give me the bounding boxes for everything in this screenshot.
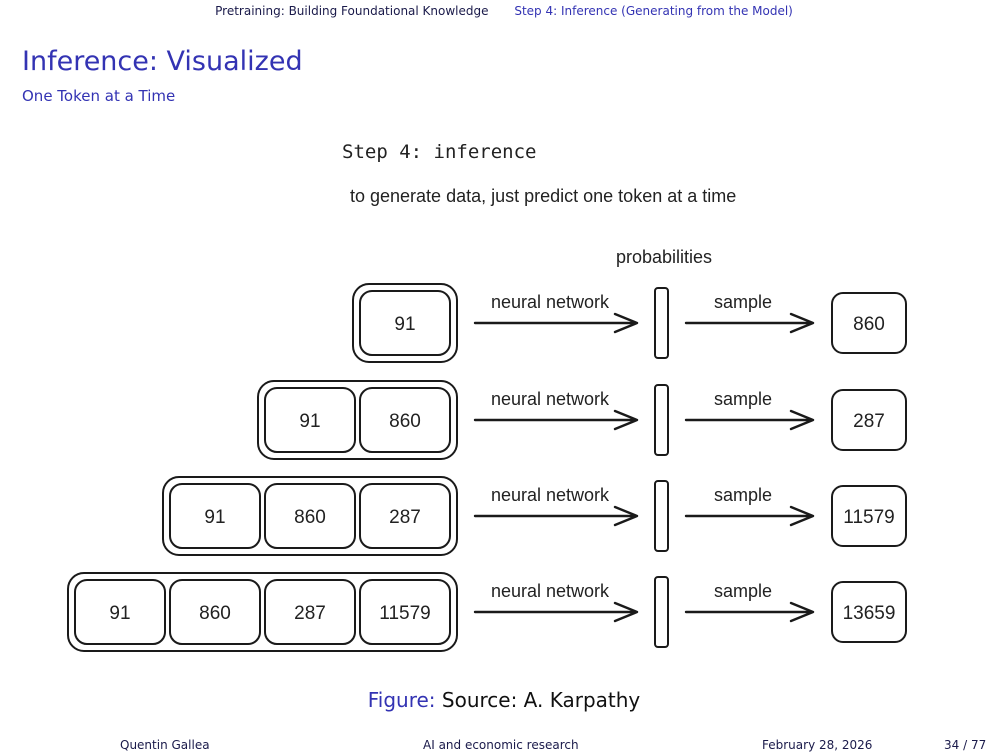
neural-network-arrow (473, 409, 639, 431)
footer-page-number: 34 / 77 (944, 738, 987, 752)
context-window-box (257, 380, 458, 460)
inference-rows: 91 neural network sample 860 91 860 neural net… (67, 283, 907, 652)
context-token-value: 91 (109, 603, 130, 624)
probability-vector (654, 384, 669, 456)
sample-label: sample (714, 389, 772, 409)
context-token-value: 287 (294, 603, 326, 624)
sample-label: sample (714, 485, 772, 505)
inference-row: 91 neural network sample 860 (352, 283, 907, 363)
inference-row: 91 860 287 11579 neural network sample 13659 (67, 572, 907, 652)
context-token-box (359, 290, 451, 356)
probability-vector (654, 287, 669, 359)
footer-talk-title: AI and economic research (423, 738, 579, 752)
inference-row: 91 860 neural network sample 287 (257, 380, 907, 460)
neural-network-arrow (473, 505, 639, 527)
header-navigation: Pretraining: Building Foundational Knowl… (0, 4, 1008, 18)
context-window-box (67, 572, 458, 652)
context-token-value: 860 (294, 507, 326, 528)
sample-arrow (684, 312, 815, 334)
output-token-value: 11579 (843, 507, 894, 528)
footer: Quentin Gallea AI and economic research … (0, 738, 1008, 754)
slide-title: Inference: Visualized (22, 46, 303, 77)
neural-network-arrow (473, 601, 639, 623)
neural-network-label: neural network (491, 581, 610, 601)
neural-network-label: neural network (491, 485, 610, 505)
context-token-value: 91 (204, 507, 225, 528)
output-token-value: 287 (853, 411, 885, 432)
sample-arrow (684, 505, 815, 527)
context-token-box (264, 579, 356, 645)
context-token-box (359, 579, 451, 645)
context-token-value: 91 (394, 314, 415, 335)
figure-caption: Figure: Source: A. Karpathy (0, 688, 1008, 712)
context-token-value: 860 (199, 603, 231, 624)
slide-subtitle: One Token at a Time (22, 87, 176, 105)
context-token-box (169, 483, 261, 549)
output-token-box (831, 389, 907, 451)
context-window-box (162, 476, 458, 556)
context-token-value: 860 (389, 411, 421, 432)
context-token-box (74, 579, 166, 645)
context-token-box (359, 387, 451, 453)
context-token-value: 287 (389, 507, 421, 528)
sample-arrow (684, 601, 815, 623)
sample-arrow (684, 409, 815, 431)
context-token-box (264, 483, 356, 549)
output-token-box (831, 581, 907, 643)
footer-author: Quentin Gallea (120, 738, 210, 752)
sample-label: sample (714, 292, 772, 312)
output-token-box (831, 485, 907, 547)
step-title: Step 4: inference (342, 141, 536, 163)
context-token-box (169, 579, 261, 645)
neural-network-label: neural network (491, 292, 610, 312)
output-token-value: 13659 (843, 603, 896, 624)
figure-description: to generate data, just predict one token… (350, 186, 736, 206)
output-token-value: 860 (853, 314, 885, 335)
probabilities-label: probabilities (616, 247, 712, 267)
neural-network-arrow (473, 312, 639, 334)
header-section[interactable]: Pretraining: Building Foundational Knowl… (215, 4, 489, 18)
output-token-box (831, 292, 907, 354)
context-window-box (352, 283, 458, 363)
sample-label: sample (714, 581, 772, 601)
caption-text: Source: A. Karpathy (441, 688, 641, 712)
caption-label: Figure: (367, 688, 436, 712)
footer-date: February 28, 2026 (762, 738, 873, 752)
probability-vector (654, 480, 669, 552)
inference-row: 91 860 287 neural network sample 11579 (162, 476, 907, 556)
context-token-value: 11579 (379, 603, 430, 624)
context-token-box (359, 483, 451, 549)
context-token-box (264, 387, 356, 453)
header-subsection[interactable]: Step 4: Inference (Generating from the M… (514, 4, 793, 18)
probability-vector (654, 576, 669, 648)
neural-network-label: neural network (491, 389, 610, 409)
context-token-value: 91 (299, 411, 320, 432)
